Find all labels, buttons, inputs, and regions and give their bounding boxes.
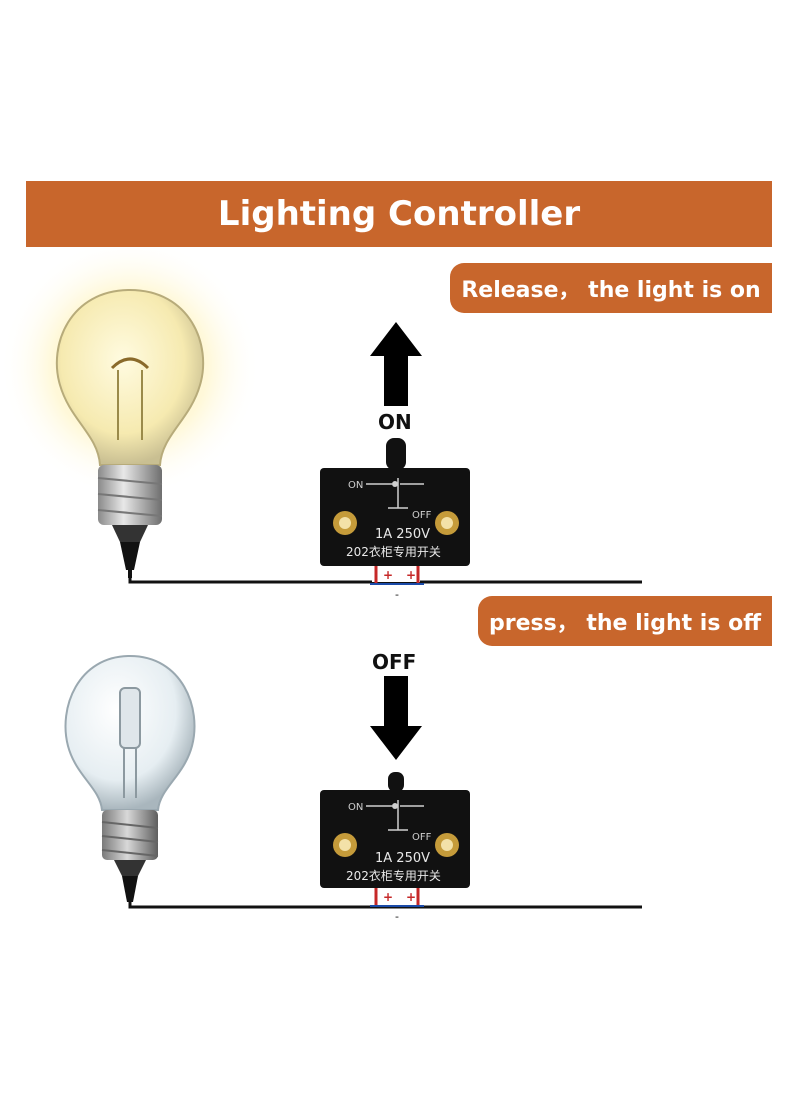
svg-text:+: + xyxy=(383,568,393,582)
release-caption: Release， the light is on xyxy=(450,263,772,313)
svg-text:+: + xyxy=(406,568,416,582)
down-arrow-icon xyxy=(370,676,422,760)
svg-text:+: + xyxy=(383,890,393,904)
svg-text:1A 250V: 1A 250V xyxy=(375,527,430,542)
svg-text:-: - xyxy=(395,588,399,601)
svg-text:-: - xyxy=(395,910,399,923)
switch-released: ON OFF 1A 250V 202衣柜专用开关 + + - xyxy=(320,438,470,601)
svg-text:202衣柜专用开关: 202衣柜专用开关 xyxy=(346,868,441,883)
unlit-bulb-illustration xyxy=(64,654,196,902)
title-banner: Lighting Controller xyxy=(26,181,772,247)
press-caption: press， the light is off xyxy=(478,596,772,646)
switch-plunger-pressed xyxy=(388,772,404,792)
switch-plunger xyxy=(386,438,406,470)
svg-text:1A 250V: 1A 250V xyxy=(375,851,430,866)
off-state-label: OFF xyxy=(372,650,417,674)
bottom-wire xyxy=(128,895,642,909)
bulb-socket-off xyxy=(122,876,138,902)
svg-text:OFF: OFF xyxy=(412,510,432,521)
switch-pressed: ON OFF 1A 250V 202衣柜专用开关 + + - xyxy=(320,772,470,923)
svg-text:ON: ON xyxy=(348,802,363,813)
lit-bulb-illustration xyxy=(0,250,260,578)
press-caption-text: press， the light is off xyxy=(488,611,762,636)
page-title: Lighting Controller xyxy=(217,194,581,234)
svg-text:OFF: OFF xyxy=(412,832,432,843)
release-caption-text: Release， the light is on xyxy=(461,278,761,303)
top-wire xyxy=(128,570,642,584)
svg-text:202衣柜专用开关: 202衣柜专用开关 xyxy=(346,544,441,559)
svg-text:ON: ON xyxy=(348,480,363,491)
svg-text:+: + xyxy=(406,890,416,904)
on-state-label: ON xyxy=(378,410,412,434)
up-arrow-icon xyxy=(370,322,422,406)
bulb-socket xyxy=(120,542,140,570)
